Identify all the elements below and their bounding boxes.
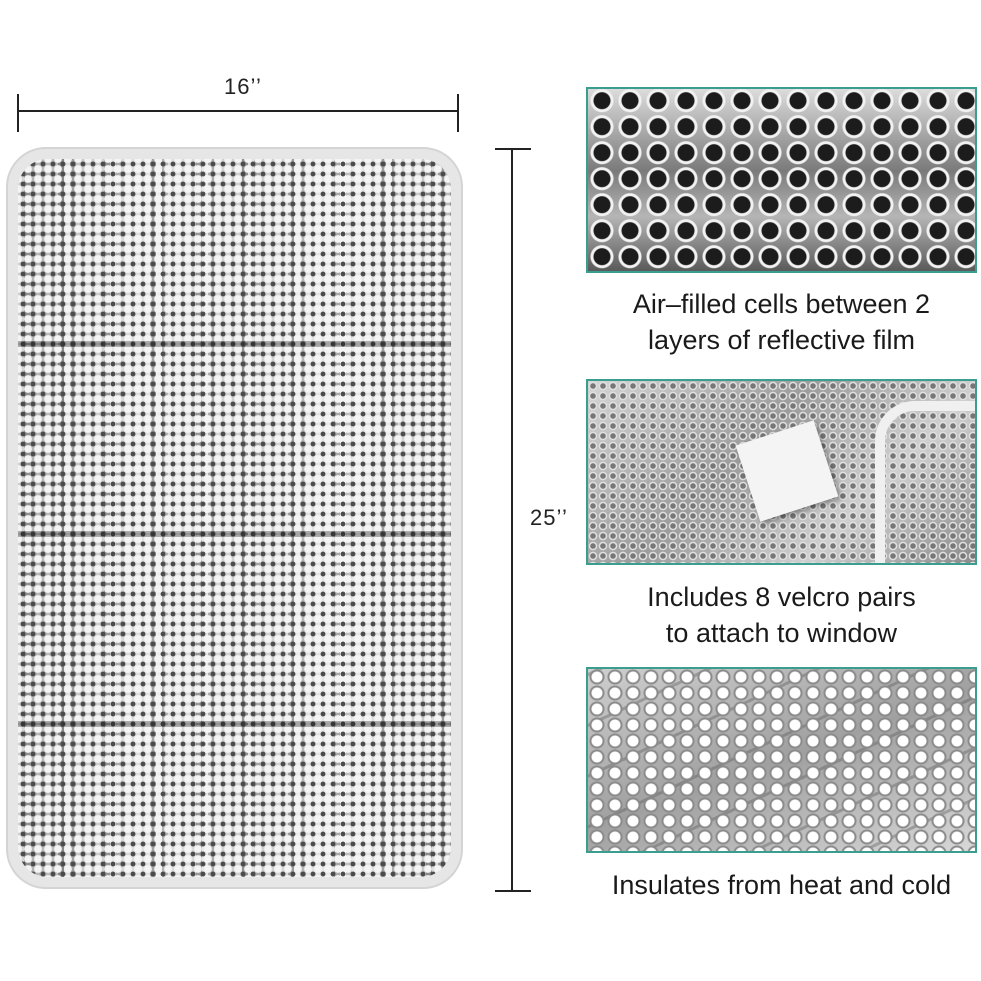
height-dimension-line	[511, 149, 513, 892]
caption-line: Includes 8 velcro pairs	[647, 582, 916, 612]
height-label: 25’’	[530, 505, 568, 531]
bubble-texture	[588, 669, 975, 851]
width-dimension-tick-right	[457, 94, 459, 132]
air-cells-closeup-image	[586, 87, 977, 273]
width-dimension-line	[18, 110, 459, 112]
height-dimension-tick-top	[495, 148, 531, 150]
feature-caption-air-cells: Air–filled cells between 2 layers of ref…	[586, 286, 977, 358]
caption-line: Insulates from heat and cold	[611, 870, 952, 900]
height-dimension-tick-bottom	[495, 890, 531, 892]
bubble-texture	[588, 89, 975, 271]
mat-edge-binding	[875, 401, 975, 563]
width-dimension-tick-left	[17, 94, 19, 132]
caption-line: to attach to window	[665, 618, 898, 648]
feature-caption-velcro: Includes 8 velcro pairs to attach to win…	[586, 579, 977, 651]
caption-line: Air–filled cells between 2	[632, 289, 931, 319]
caption-line: layers of reflective film	[647, 325, 916, 355]
velcro-closeup-image	[586, 379, 977, 565]
feature-caption-insulation: Insulates from heat and cold	[586, 867, 977, 903]
insulation-closeup-image	[586, 667, 977, 853]
sunshade-mat-image	[6, 147, 463, 889]
width-label: 16’’	[224, 74, 262, 99]
reflective-bubble-surface	[18, 159, 451, 877]
